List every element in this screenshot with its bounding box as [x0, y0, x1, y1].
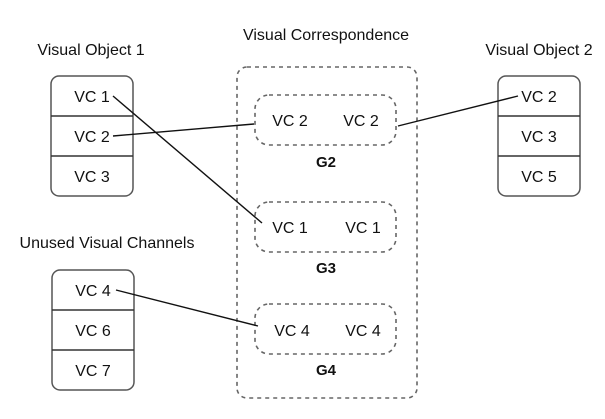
unused-channels-box: VC 4 VC 6 VC 7 [51, 269, 135, 391]
object1-cell: VC 1 [74, 89, 110, 106]
visual-correspondence-container [236, 66, 418, 399]
object2-cell: VC 2 [521, 89, 557, 106]
visual-object-1-title: Visual Object 1 [37, 42, 144, 59]
object2-cell: VC 5 [521, 169, 557, 186]
visual-object-2-title: Visual Object 2 [485, 42, 592, 59]
group-g4-right: VC 4 [345, 323, 381, 340]
group-g3: VC 1 VC 1 G3 [254, 201, 397, 277]
group-g3-right: VC 1 [345, 220, 381, 237]
connector-vc1-to-g3 [112, 95, 263, 224]
unused-cell: VC 7 [75, 363, 111, 380]
group-g4-left: VC 4 [274, 323, 310, 340]
group-g2: VC 2 VC 2 G2 [254, 94, 397, 171]
object2-cell: VC 3 [521, 129, 557, 146]
group-g3-label: G3 [316, 260, 336, 277]
object1-cell: VC 2 [74, 129, 110, 146]
group-g3-left: VC 1 [272, 220, 308, 237]
object1-cell: VC 3 [74, 169, 110, 186]
connector-vc2-to-g2 [112, 123, 255, 137]
connector-g2-to-object2 [397, 95, 519, 127]
visual-object-1-box: VC 1 VC 2 VC 3 [50, 75, 134, 197]
visual-correspondence-title: Visual Correspondence [243, 27, 409, 44]
connector-vc4-to-g4 [115, 289, 259, 327]
group-g4: VC 4 VC 4 G4 [254, 303, 397, 379]
unused-visual-channels-title: Unused Visual Channels [20, 235, 195, 252]
unused-cell: VC 6 [75, 323, 111, 340]
group-g4-label: G4 [316, 362, 337, 379]
group-g2-label: G2 [316, 154, 336, 171]
group-g2-right: VC 2 [343, 113, 379, 130]
group-g2-left: VC 2 [272, 113, 308, 130]
connectors [112, 95, 519, 327]
visual-object-2-box: VC 2 VC 3 VC 5 [497, 75, 581, 197]
unused-cell: VC 4 [75, 283, 111, 300]
